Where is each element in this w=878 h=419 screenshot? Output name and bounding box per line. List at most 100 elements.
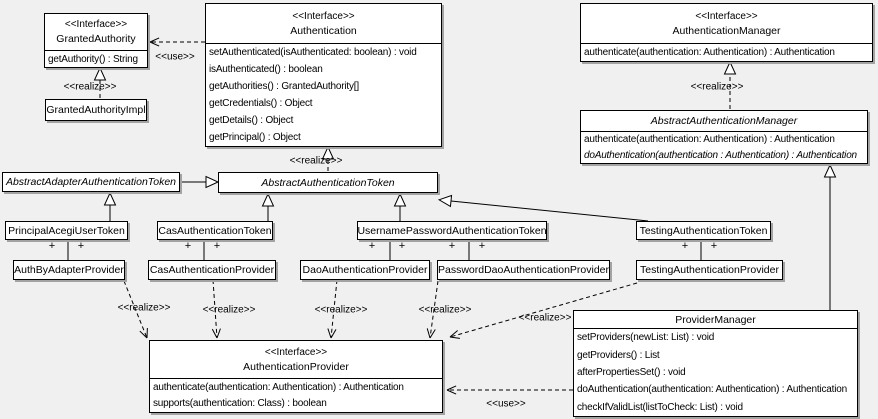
label-plus-10: + — [710, 240, 718, 252]
auth-by-adapter-provider[interactable]: AuthByAdapterProvider — [13, 260, 125, 280]
authentication[interactable]: <<Interface>> Authentication setAuthentica… — [205, 3, 442, 147]
authentication-manager[interactable]: <<Interface>> AuthenticationManager authen… — [580, 3, 873, 62]
generalize-abstractadaptertoken-to-abstracttoken-triangle-head — [205, 175, 220, 189]
label-plus-2: + — [77, 240, 85, 252]
realize-casprovider-to-authenticationprovider-open-head — [211, 328, 218, 339]
granted-authority[interactable]: <<Interface>>GrantedAuthority getAuthorit… — [44, 13, 148, 68]
label-realize-authbyadapter: <<realize>> — [117, 302, 171, 314]
authentication-manager-method-0: authenticate(authentication: Authenticat… — [584, 47, 835, 58]
username-password-authentication-token[interactable]: UsernamePasswordAuthenticationToken — [357, 221, 547, 240]
generalize-testingtoken-to-abstracttoken-triangle-head — [437, 194, 453, 208]
generalize-castoken-to-abstracttoken — [261, 192, 275, 221]
generalize-testingtoken-to-abstracttoken — [437, 194, 649, 222]
realize-casprovider-to-authenticationprovider — [211, 279, 221, 339]
generalize-abstractadaptertoken-to-abstracttoken — [180, 175, 220, 189]
provider-manager-header: ProviderManager — [574, 311, 857, 328]
authentication-compartment-separator — [206, 43, 441, 44]
label-realize-casprovider: <<realize>> — [202, 304, 256, 316]
abstract-authentication-token[interactable]: AbstractAuthenticationToken — [218, 172, 438, 193]
label-realize-testingprovider: <<realize>> — [518, 312, 572, 324]
label-use-grantedauthority: <<use>> — [155, 51, 195, 63]
authentication-manager-name: AuthenticationManager — [672, 24, 781, 37]
label-plus-9: + — [681, 240, 689, 252]
authentication-provider-name: AuthenticationProvider — [243, 360, 349, 373]
provider-manager-method-1: getProviders() : List — [577, 349, 660, 361]
granted-authority-impl-name: GrantedAuthorityImpl — [46, 104, 146, 116]
generalize-principalacegiusertoken-to-abstractadaptertoken — [103, 191, 117, 221]
use-providermanager-to-authenticationprovider — [446, 385, 573, 395]
generalize-castoken-to-abstracttoken-triangle-head — [261, 192, 275, 207]
authentication-provider-stereotype: <<Interface>> — [264, 346, 328, 358]
authentication-stereotype: <<Interface>> — [292, 10, 355, 22]
authentication-method-2: getAuthorities() : GrantedAuthority[] — [209, 81, 359, 92]
generalize-usernamepasswordtoken-to-abstracttoken-triangle-head — [393, 192, 407, 207]
label-realize-abstractauthmanager: <<realize>> — [690, 81, 744, 93]
authentication-method-4: getDetails() : Object — [209, 115, 294, 126]
label-realize-abstracttoken: <<realize>> — [289, 155, 343, 167]
cas-authentication-token-name: CasAuthenticationToken — [158, 224, 272, 237]
authentication-manager-compartment-separator — [581, 43, 872, 44]
granted-authority-name: GrantedAuthority — [56, 33, 136, 45]
granted-authority-compartment-separator — [45, 50, 147, 51]
provider-manager[interactable]: ProviderManager setProviders(newList: Lis… — [573, 310, 858, 417]
use-authentication-to-grantedauthority-open-head — [149, 41, 160, 47]
realize-authbyadapterprovider-to-authenticationprovider-open-head — [139, 330, 148, 339]
generalize-providermanager-to-abstractauthenticationmanager — [823, 163, 837, 310]
testing-authentication-provider[interactable]: TestingAuthenticationProvider — [636, 260, 783, 280]
authentication-manager-stereotype: <<Interface>> — [695, 10, 758, 22]
principal-acegi-user-token[interactable]: PrincipalAcegiUserToken — [5, 221, 128, 240]
realize-testingprovider-to-authenticationprovider-open-head — [449, 330, 458, 338]
cas-authentication-token[interactable]: CasAuthenticationToken — [157, 221, 273, 240]
cas-authentication-provider-name: CasAuthenticationProvider — [149, 264, 275, 276]
password-dao-authentication-provider[interactable]: PasswordDaoAuthenticationProvider — [437, 260, 610, 280]
realize-testingprovider-to-authenticationprovider — [449, 282, 638, 339]
use-providermanager-to-authenticationprovider-open-head — [446, 385, 457, 391]
realize-daoprovider-to-authenticationprovider-open-head — [330, 329, 337, 339]
granted-authority-impl[interactable]: GrantedAuthorityImpl — [45, 99, 147, 121]
cas-authentication-provider[interactable]: CasAuthenticationProvider — [148, 260, 276, 280]
granted-authority-header: <<Interface>>GrantedAuthority — [45, 14, 147, 50]
abstract-authentication-manager-method-0: authenticate(authentication: Authenticat… — [584, 134, 835, 146]
authentication-method-1: isAuthenticated() : boolean — [209, 64, 323, 75]
label-plus-4: + — [213, 240, 221, 252]
testing-authentication-token[interactable]: TestingAuthenticationToken — [636, 221, 771, 240]
username-password-authentication-token-name: UsernamePasswordAuthenticationToken — [357, 224, 547, 237]
realize-abstractauthenticationtoken-to-authentication — [321, 145, 335, 171]
realize-grantedauthorityimpl-to-grantedauthority-triangle-head — [93, 66, 107, 81]
password-dao-authentication-provider-name: PasswordDaoAuthenticationProvider — [438, 264, 610, 276]
label-plus-1: + — [48, 240, 56, 252]
provider-manager-method-4: checkIfValidList(listToCheck: List) : vo… — [577, 401, 743, 413]
use-authentication-to-grantedauthority — [149, 37, 205, 47]
provider-manager-compartment-separator — [574, 328, 857, 329]
authentication-provider-compartment-separator — [150, 378, 442, 379]
label-realize-daoprovider: <<realize>> — [314, 304, 368, 316]
provider-manager-method-2: afterPropertiesSet() : void — [577, 366, 686, 378]
principal-acegi-user-token-name: PrincipalAcegiUserToken — [8, 224, 125, 237]
authentication-method-0: setAuthenticated(isAuthenticated: boolea… — [209, 47, 417, 58]
label-realize-grantedauthorityimpl: <<realize>> — [63, 81, 117, 93]
generalize-usernamepasswordtoken-to-abstracttoken — [393, 192, 407, 221]
abstract-adapter-authentication-token-name: AbstractAdapterAuthenticationToken — [5, 176, 177, 188]
provider-manager-method-0: setProviders(newList: List) : void — [577, 332, 715, 344]
abstract-adapter-authentication-token[interactable]: AbstractAdapterAuthenticationToken — [2, 172, 180, 192]
testing-authentication-provider-name: TestingAuthenticationProvider — [640, 264, 779, 276]
label-plus-3: + — [184, 240, 192, 252]
use-providermanager-to-authenticationprovider-open-head — [446, 389, 457, 395]
dao-authentication-provider[interactable]: DaoAuthenticationProvider — [300, 260, 430, 280]
authentication-method-3: getCredentials() : Object — [209, 98, 313, 109]
label-plus-5: + — [368, 240, 376, 252]
authentication-header: <<Interface>> Authentication — [206, 4, 441, 43]
granted-authority-method-0: getAuthority() : String — [48, 53, 138, 65]
realize-passworddaoprovider-to-authenticationprovider-open-head — [429, 329, 436, 339]
authentication-provider-header: <<Interface>> AuthenticationProvider — [150, 341, 442, 378]
authentication-name: Authentication — [290, 24, 357, 37]
testing-authentication-token-name: TestingAuthenticationToken — [639, 224, 768, 237]
realize-abstractauthenticationmanager-to-authenticationmanager-triangle-head — [723, 60, 737, 75]
authentication-method-5: getPrincipal() : Object — [209, 132, 301, 143]
realize-authbyadapterprovider-to-authenticationprovider — [123, 280, 148, 339]
label-use-providermanager: <<use>> — [486, 398, 526, 410]
